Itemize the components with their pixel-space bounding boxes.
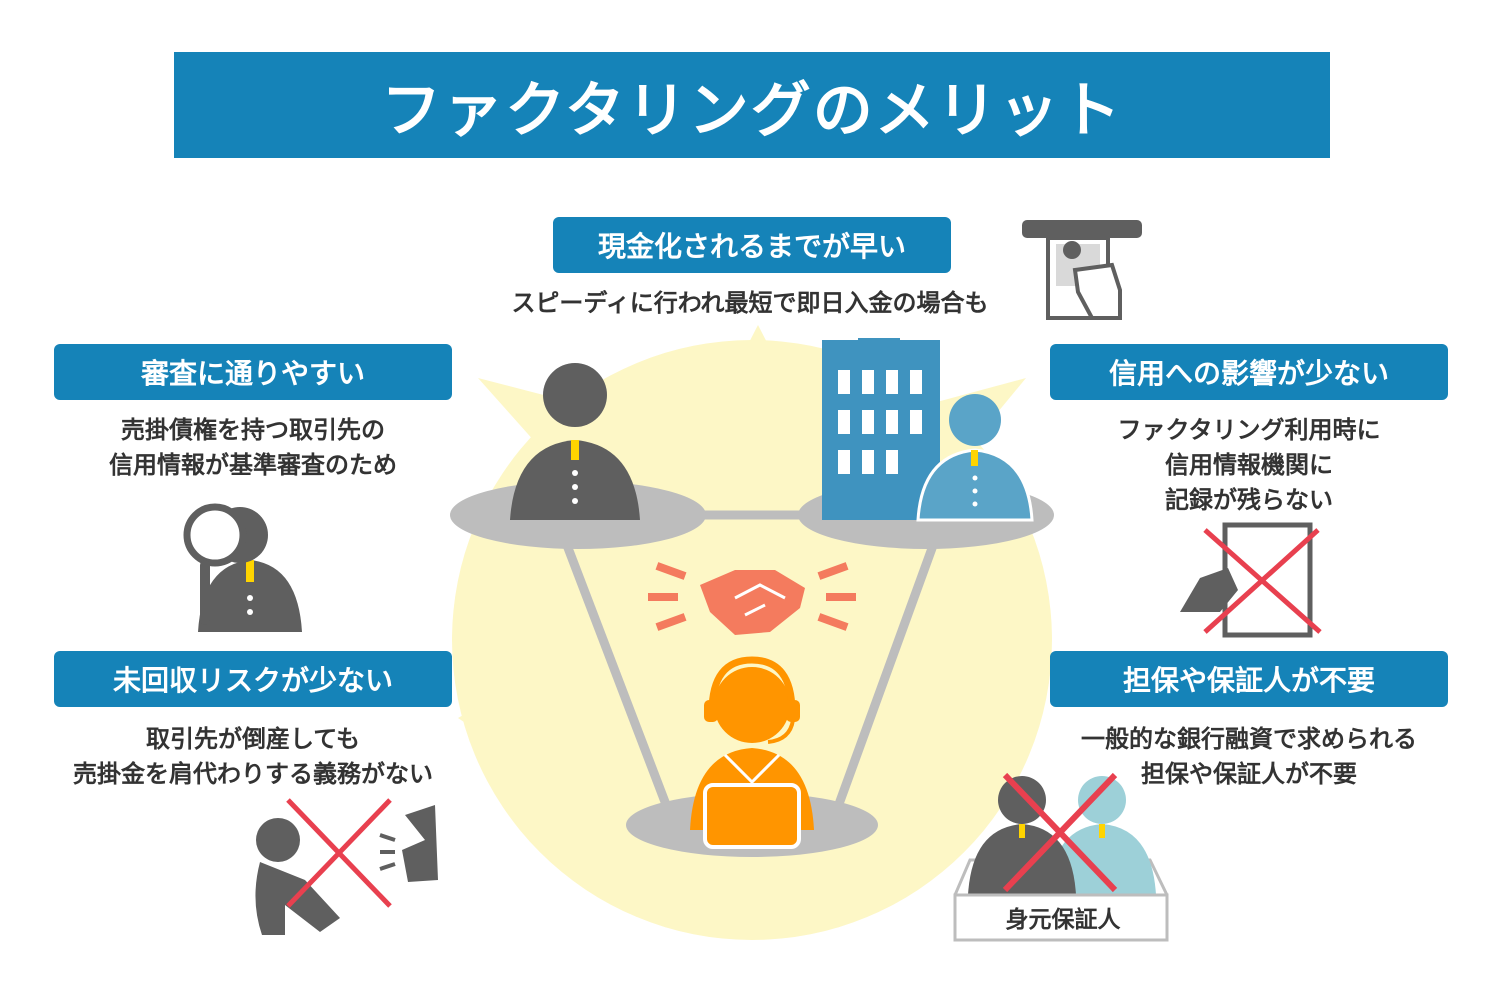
guarantor-label: 身元保証人 [1005, 907, 1121, 933]
title-banner: ファクタリングのメリット [174, 52, 1330, 158]
merit-desc-credit-impact: ファクタリング利用時に 信用情報機関に 記録が残らない [1117, 416, 1381, 514]
crossed-document-icon [1180, 522, 1322, 638]
factoring-operator-icon [690, 656, 814, 849]
bankrupt-person-icon [255, 798, 438, 935]
atm-cash-icon [1022, 220, 1142, 320]
connection-lines [560, 510, 940, 817]
company-building-icon [822, 338, 940, 520]
page-title: ファクタリングのメリット [381, 75, 1123, 146]
merit-heading-fast-cash: 現金化されるまでが早い [553, 217, 951, 273]
merit-desc-easy-screening: 売掛債権を持つ取引先の 信用情報が基準審査のため [109, 416, 397, 479]
merit-heading-no-collateral: 担保や保証人が不要 [1050, 651, 1448, 707]
client-person-icon [510, 363, 640, 520]
crossed-guarantor-icon [953, 772, 1169, 942]
magnifier-person-icon [183, 503, 302, 632]
merit-desc-no-collateral: 一般的な銀行融資で求められる 担保や保証人が不要 [1081, 725, 1417, 788]
handshake-icon [648, 562, 856, 635]
merit-heading-easy-screening: 審査に通りやすい [54, 344, 452, 400]
business-partner-icon [916, 394, 1034, 522]
merit-desc-low-risk: 取引先が倒産しても 売掛金を肩代わりする義務がない [73, 725, 433, 788]
merit-desc-fast-cash: スピーディに行われ最短で即日入金の場合も [511, 289, 989, 317]
merit-heading-credit-impact: 信用への影響が少ない [1050, 344, 1448, 400]
merit-heading-low-risk: 未回収リスクが少ない [54, 651, 452, 707]
